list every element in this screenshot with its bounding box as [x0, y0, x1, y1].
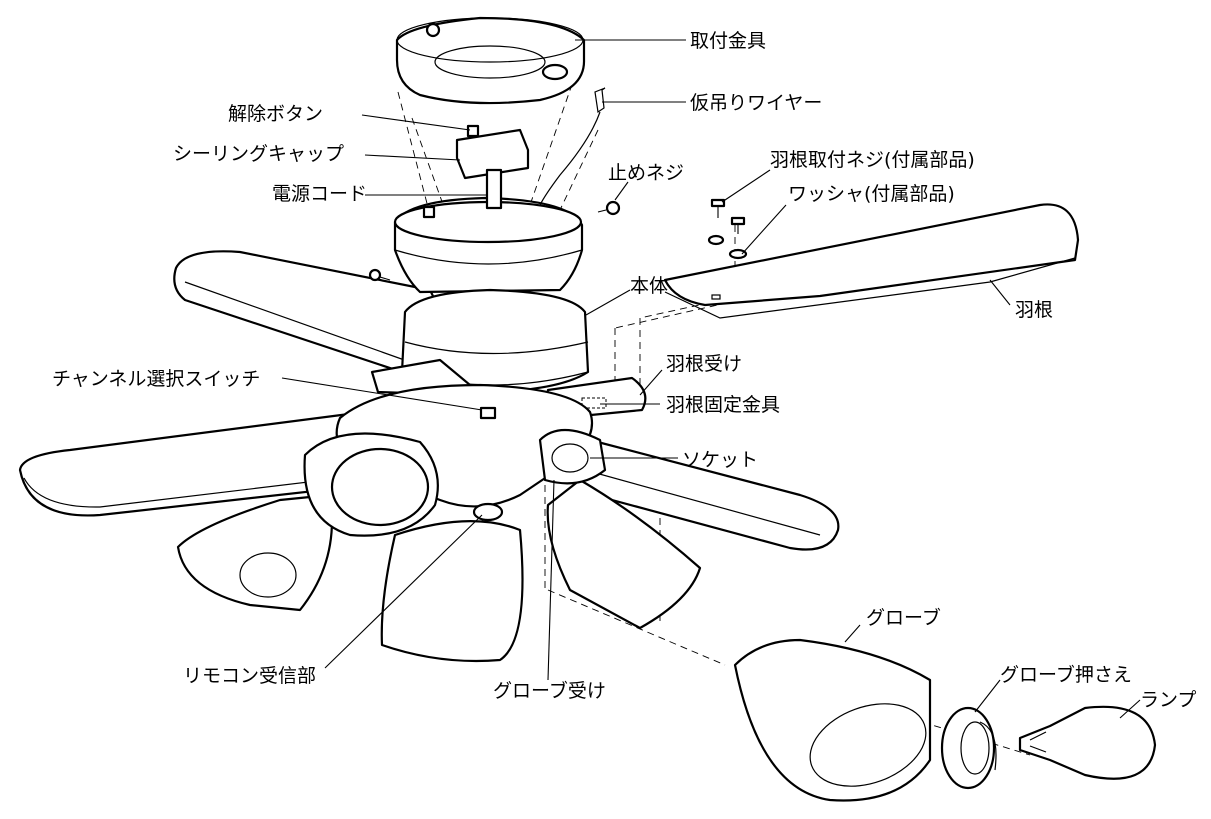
ceiling-cap-part — [455, 124, 530, 210]
label-blade-holder: 羽根受け — [666, 353, 742, 375]
temporary-wire-part — [539, 87, 606, 206]
label-ceiling-cap: シーリングキャップ — [173, 143, 344, 165]
fan-body — [393, 196, 590, 394]
label-stop-screw: 止めネジ — [608, 162, 684, 184]
label-globe: グローブ — [866, 606, 941, 629]
label-washer: ワッシャ(付属部品) — [788, 183, 955, 205]
label-release-button: 解除ボタン — [228, 103, 323, 125]
label-socket: ソケット — [682, 449, 758, 471]
mounting-bracket-part — [395, 16, 586, 105]
blade-front-right — [573, 438, 840, 551]
labels: 取付金具 仮吊りワイヤー 解除ボタン シーリングキャップ 電源コード 止めネジ … — [52, 30, 1196, 711]
blade-front-left — [18, 408, 397, 517]
screws — [368, 198, 748, 282]
label-blade-fixing-bracket: 羽根固定金具 — [666, 394, 780, 416]
label-temporary-wire: 仮吊りワイヤー — [690, 92, 822, 114]
label-globe-holder: グローブ受け — [493, 679, 606, 702]
globe-exploded — [733, 638, 932, 802]
fixture-globes — [176, 429, 702, 663]
label-channel-switch: チャンネル選択スイッチ — [52, 368, 260, 390]
label-remote-receiver: リモコン受信部 — [183, 665, 316, 687]
label-body: 本体 — [630, 275, 668, 297]
lamp-exploded — [1018, 705, 1157, 780]
globe-holder-ring-exploded — [940, 706, 997, 790]
label-power-cord: 電源コード — [272, 183, 367, 205]
blade-exploded — [663, 203, 1080, 319]
leader-lines — [281, 39, 1141, 719]
label-globe-holder-ring: グローブ押さえ — [1000, 663, 1132, 686]
label-blade-screw: 羽根取付ネジ(付属部品) — [770, 149, 975, 171]
label-mounting-bracket: 取付金具 — [690, 30, 766, 52]
label-lamp: ランプ — [1140, 689, 1196, 711]
label-blade: 羽根 — [1015, 299, 1053, 321]
